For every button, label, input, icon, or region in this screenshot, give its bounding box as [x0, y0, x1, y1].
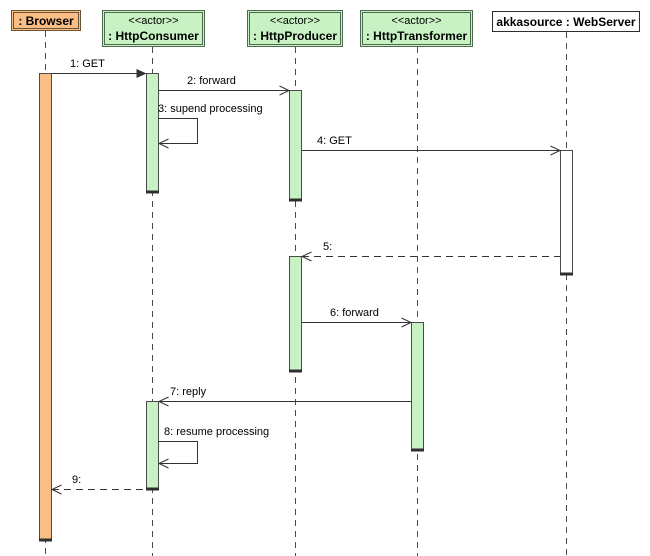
message-8-arrowhead	[157, 458, 169, 469]
message-label-7: 7: reply	[170, 386, 207, 398]
message-9-arrowhead	[50, 484, 62, 495]
message-label-3: 3: supend processing	[158, 103, 263, 115]
activation-bar-producer-1	[289, 90, 302, 201]
message-2-arrowhead	[279, 85, 291, 96]
message-label-4: 4: GET	[317, 135, 352, 147]
participant-name: : HttpProducer	[253, 28, 337, 43]
activation-bar-consumer-2	[146, 401, 159, 490]
participant-box-httpconsumer: <<actor>> : HttpConsumer	[102, 10, 205, 47]
participant-name: : HttpTransformer	[365, 28, 468, 43]
activation-bar-consumer-1	[146, 73, 159, 193]
message-label-8: 8: resume processing	[164, 426, 270, 438]
participant-name: akkasource : WebServer	[496, 14, 636, 29]
message-label-5: 5:	[323, 241, 333, 253]
participant-name: : HttpConsumer	[108, 28, 199, 43]
participant-box-httptransformer: <<actor>> : HttpTransformer	[360, 10, 473, 47]
message-7-arrowhead	[157, 396, 169, 407]
activation-bar-browser	[39, 73, 52, 541]
message-8-self-loop	[158, 441, 198, 464]
message-5-arrowhead	[300, 251, 312, 262]
activation-bar-producer-2	[289, 256, 302, 372]
stereotype-label: <<actor>>	[128, 14, 179, 27]
message-label-6: 6: forward	[330, 307, 379, 319]
participant-name: : Browser	[18, 13, 74, 28]
participant-box-browser: : Browser	[11, 10, 81, 31]
message-3-self-loop	[158, 118, 198, 144]
activation-bar-transformer	[411, 322, 424, 451]
message-3-arrowhead	[157, 138, 169, 149]
message-4-arrowhead	[550, 145, 562, 156]
participant-box-httpproducer: <<actor>> : HttpProducer	[247, 10, 343, 47]
stereotype-label: <<actor>>	[269, 14, 321, 27]
participant-box-webserver: akkasource : WebServer	[492, 11, 640, 32]
message-label-1: 1: GET	[70, 58, 105, 70]
message-1-arrowhead	[136, 69, 147, 78]
message-label-2: 2: forward	[187, 75, 236, 87]
activation-bar-webserver	[560, 150, 573, 275]
message-label-9: 9:	[72, 474, 82, 486]
message-6-arrowhead	[401, 317, 413, 328]
stereotype-label: <<actor>>	[391, 14, 442, 27]
